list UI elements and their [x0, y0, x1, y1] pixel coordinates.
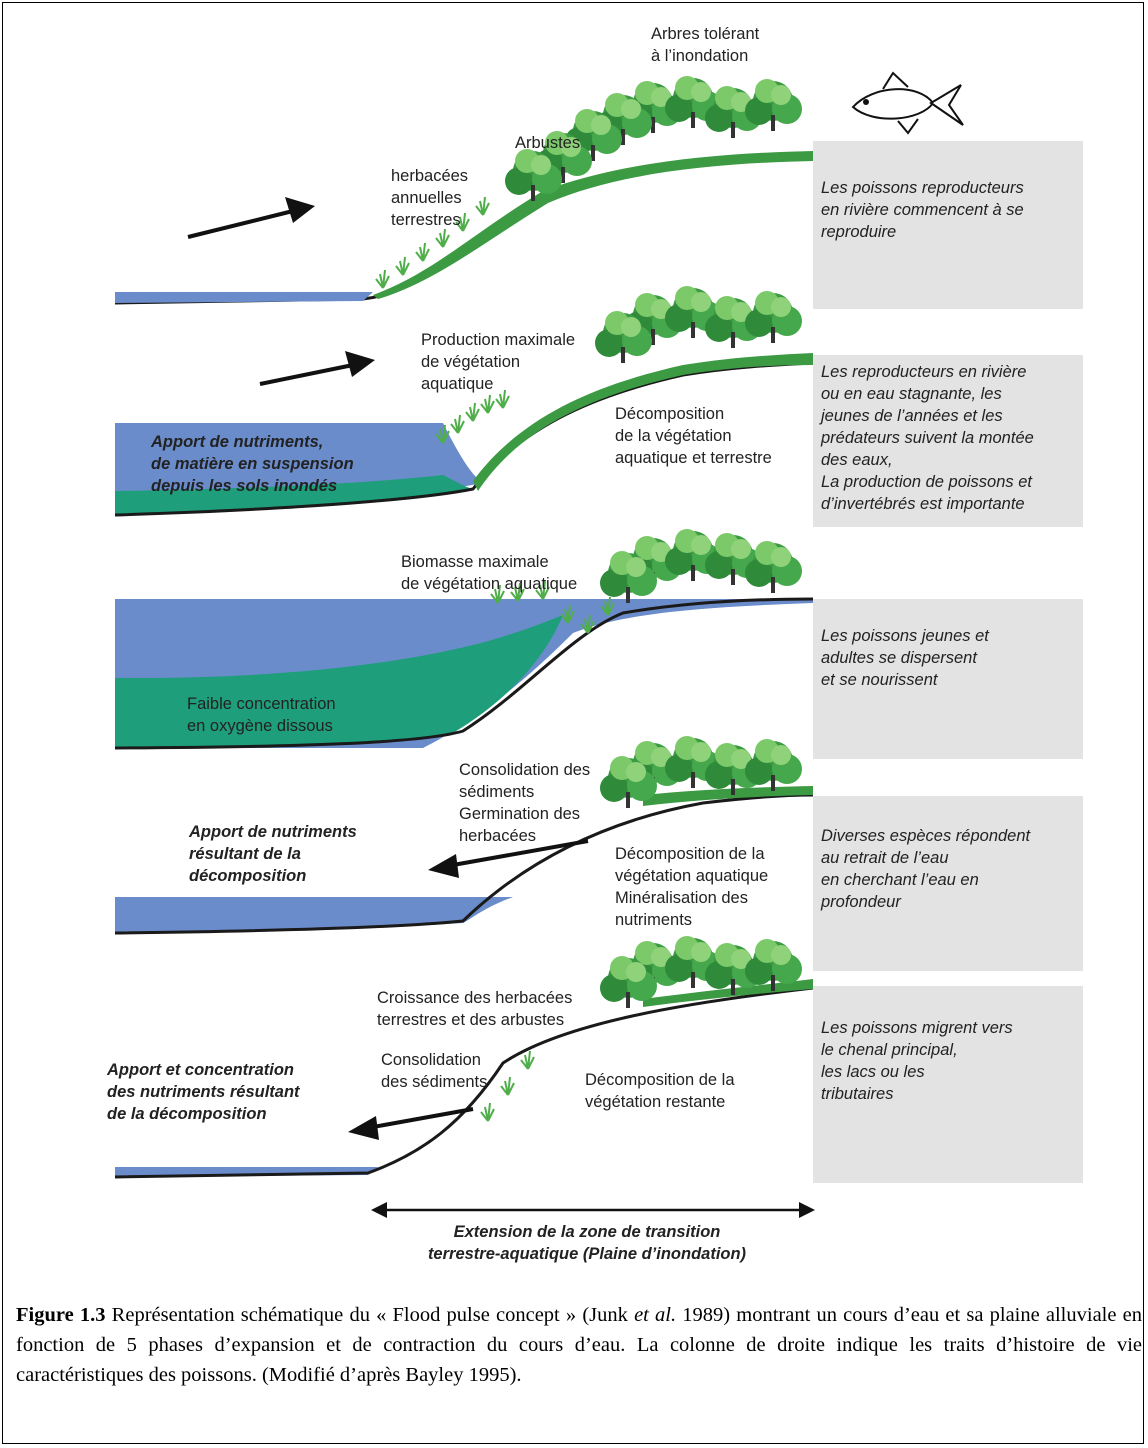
fish-icon [851, 71, 964, 135]
info-box [813, 796, 1083, 971]
ground-line [114, 986, 814, 1179]
info-box [813, 986, 1083, 1183]
info-box [813, 355, 1083, 527]
sediment-layer [115, 615, 563, 748]
label: Germination des [459, 805, 580, 823]
info-text: Diverses espèces répondent [821, 827, 1032, 845]
info-text: prédateurs suivent la montée [820, 429, 1034, 447]
info-text: le chenal principal, [821, 1041, 958, 1059]
label: aquatique [421, 375, 494, 393]
info-text: Les reproducteurs en rivière [821, 363, 1026, 381]
label: herbacées [391, 167, 468, 185]
water-label: de matière en suspension [151, 455, 354, 473]
label: Décomposition de la [585, 1071, 735, 1089]
extension-label: terrestre-aquatique (Plaine d’inondation… [428, 1245, 747, 1263]
bank-vegetation [473, 353, 813, 491]
label: Production maximale [421, 331, 575, 349]
info-box [813, 599, 1083, 759]
water-label: Faible concentration [187, 695, 336, 713]
bank-vegetation [373, 151, 813, 299]
flood-pulse-diagram: Arbres tolérant à l’inondation Arbustes … [106, 25, 1083, 1263]
info-text: Les poissons reproducteurs [821, 179, 1024, 197]
water-label: Apport et concentration [106, 1061, 294, 1079]
info-text: les lacs ou les [821, 1063, 925, 1081]
arrow-left-icon [348, 1107, 474, 1140]
caption-text: Représentation schématique du « Flood pu… [105, 1304, 635, 1326]
info-text: des eaux, [821, 451, 893, 469]
label: terrestres et des arbustes [377, 1011, 564, 1029]
info-text: profondeur [820, 893, 902, 911]
caption-text: 1989) montrant un cours d’eau et sa plai… [16, 1304, 1142, 1386]
extension-label: Extension de la zone de transition [454, 1223, 721, 1241]
info-text: en cherchant l’eau en [821, 871, 979, 889]
tree-cluster [600, 529, 802, 603]
label: nutriments [615, 911, 692, 929]
sediment-layer [115, 475, 473, 515]
arrow-right-icon [187, 197, 315, 239]
figure-caption: Figure 1.3 Représentation schématique du… [16, 1300, 1142, 1390]
info-text: en rivière commencent à se [821, 201, 1024, 219]
label: des sédiments [381, 1073, 487, 1091]
water-label: résultant de la [189, 845, 301, 863]
label: Minéralisation des [615, 889, 748, 907]
phase-3: Biomasse maximale de végétation aquatiqu… [114, 529, 1083, 759]
aquatic-vegetation [435, 389, 510, 444]
water-label: depuis les sols inondés [151, 477, 337, 495]
bank-vegetation [643, 786, 813, 806]
ground-line [114, 793, 814, 935]
label: Arbustes [515, 134, 580, 152]
phase-1: Arbres tolérant à l’inondation Arbustes … [114, 25, 1083, 309]
label: herbacées [459, 827, 536, 845]
info-text: ou en eau stagnante, les [821, 385, 1002, 403]
info-text: et se nourissent [821, 671, 939, 689]
double-arrow-icon [371, 1202, 815, 1218]
label: Croissance des herbacées [377, 989, 572, 1007]
phase-5: Croissance des herbacées terrestres et d… [106, 936, 1083, 1183]
label: de végétation aquatique [401, 575, 577, 593]
info-text: Les poissons migrent vers [821, 1019, 1013, 1037]
water-label: décomposition [189, 867, 306, 885]
phase-4: Consolidation des sédiments Germination … [114, 736, 1083, 971]
water-label: Apport de nutriments [188, 823, 357, 841]
phase-2: Production maximale de végétation aquati… [114, 286, 1083, 527]
info-text: tributaires [821, 1085, 893, 1103]
label: sédiments [459, 783, 534, 801]
label: végétation restante [585, 1093, 725, 1111]
label: Consolidation [381, 1051, 481, 1069]
info-text: reproduire [821, 223, 896, 241]
label: Décomposition [615, 405, 724, 423]
label: de la végétation [615, 427, 732, 445]
info-text: La production de poissons et [821, 473, 1033, 491]
figure-label: Figure 1.3 [16, 1304, 106, 1326]
water-label: de la décomposition [107, 1105, 267, 1123]
water-label: en oxygène dissous [187, 717, 333, 735]
label: à l’inondation [651, 47, 748, 65]
label: végétation aquatique [615, 867, 768, 885]
label: de végétation [421, 353, 520, 371]
caption-et-al: et al. [634, 1304, 677, 1326]
info-text: d’invertébrés est importante [821, 495, 1025, 513]
info-text: jeunes de l’années et les [819, 407, 1003, 425]
label: annuelles [391, 189, 462, 207]
info-text: Les poissons jeunes et [821, 627, 990, 645]
bank-vegetation [643, 979, 813, 1007]
info-text: adultes se dispersent [821, 649, 978, 667]
arrow-left-icon [428, 839, 589, 878]
label: Biomasse maximale [401, 553, 549, 571]
water-surface [115, 292, 373, 303]
info-box [813, 141, 1083, 309]
info-text: au retrait de l’eau [821, 849, 949, 867]
ground-line [114, 597, 814, 750]
label: Arbres tolérant [651, 25, 760, 43]
label: terrestres [391, 211, 461, 229]
tree-cluster [595, 286, 802, 363]
arrow-right-icon [259, 351, 375, 386]
water-label: Apport de nutriments, [150, 433, 323, 451]
water-label: des nutriments résultant [107, 1083, 301, 1101]
label: Consolidation des [459, 761, 590, 779]
label: aquatique et terrestre [615, 449, 772, 467]
label: Décomposition de la [615, 845, 765, 863]
